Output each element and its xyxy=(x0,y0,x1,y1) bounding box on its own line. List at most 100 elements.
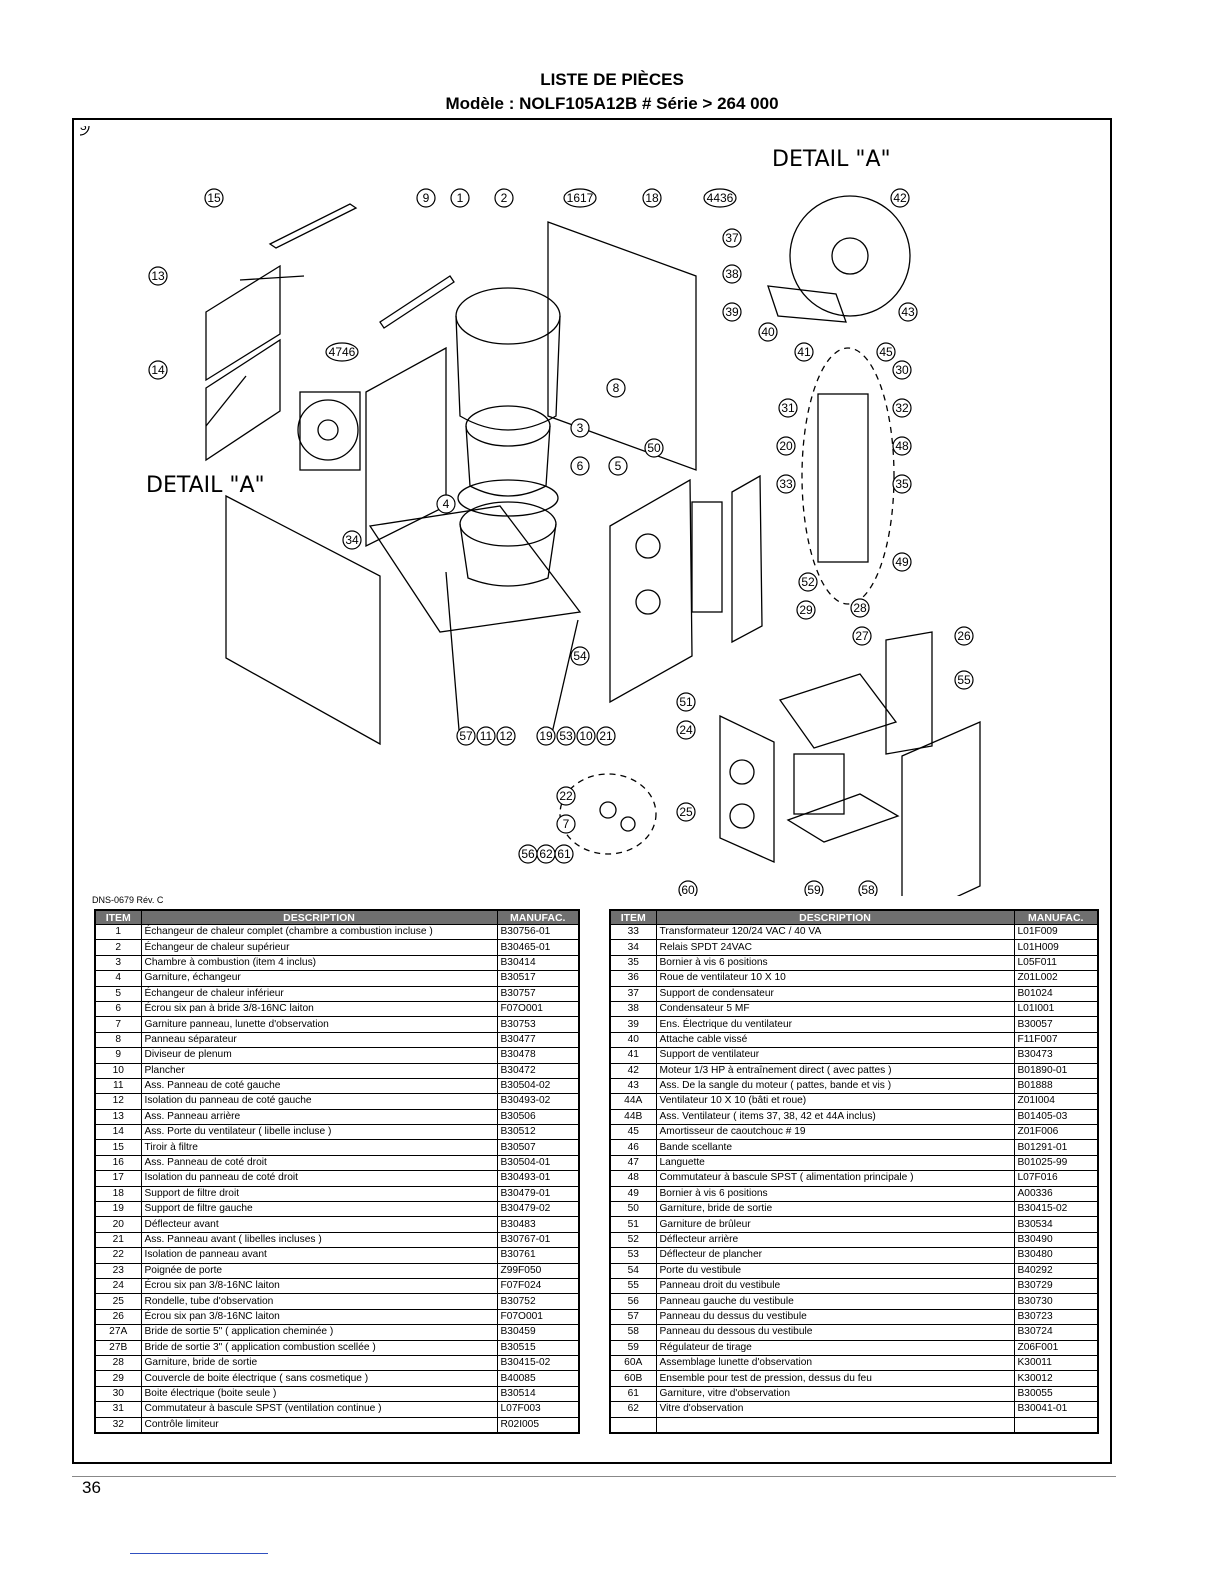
callout-label: 55 xyxy=(957,673,971,687)
manufac-cell: B30483 xyxy=(496,1216,580,1233)
description-cell: Plancher xyxy=(140,1062,498,1079)
front-panel-part xyxy=(609,478,693,704)
description-cell: Bornier à vis 6 positions xyxy=(655,954,1015,972)
item-cell: 9 xyxy=(94,1047,142,1064)
manufac-cell: Z01I004 xyxy=(1013,1093,1099,1110)
link-underline xyxy=(130,1553,268,1554)
item-cell: 47 xyxy=(609,1154,657,1172)
callout-52: 52 xyxy=(798,572,818,592)
document-reference: DNS-0679 Rév. C xyxy=(92,895,164,905)
callout-label: 11 xyxy=(480,729,493,743)
description-cell: Roue de ventilateur 10 X 10 xyxy=(655,970,1015,987)
item-cell: 46 xyxy=(609,1139,657,1156)
callout-bubble xyxy=(798,572,818,592)
table-row xyxy=(609,1416,1099,1434)
callout-label: 21 xyxy=(599,729,613,743)
callout-18: 18 xyxy=(642,188,662,208)
callout-bubble xyxy=(676,802,696,822)
item-cell: 51 xyxy=(609,1216,657,1233)
callout-label: 4 xyxy=(443,497,450,511)
callout-label: 39 xyxy=(725,305,739,319)
item-cell: 37 xyxy=(609,985,657,1002)
model-subtitle: Modèle : NOLF105A12B # Série > 264 000 xyxy=(445,94,779,113)
callout-9: 9 xyxy=(416,188,436,208)
manufac-cell: L05F011 xyxy=(1013,954,1099,972)
content-frame xyxy=(72,118,1112,1464)
item-cell: 42 xyxy=(609,1062,657,1079)
callout-62: 62 xyxy=(536,844,556,864)
item-cell: 21 xyxy=(94,1231,142,1249)
manufac-cell: B30473 xyxy=(1013,1047,1099,1064)
callout-bubble xyxy=(758,322,778,342)
item-cell: 19 xyxy=(94,1201,142,1218)
manufac-cell: B30055 xyxy=(1013,1385,1099,1403)
description-cell: Poignée de porte xyxy=(140,1262,498,1279)
description-cell: Ass. Panneau arrière xyxy=(140,1108,498,1126)
callout-49: 49 xyxy=(892,552,912,572)
description-cell: Bande scellante xyxy=(655,1139,1015,1156)
description-cell: Couvercle de boite électrique ( sans cos… xyxy=(140,1370,498,1387)
callout-59: 59 xyxy=(804,880,824,896)
callout-label: 10 xyxy=(579,729,593,743)
description-cell: Isolation du panneau de coté droit xyxy=(140,1170,498,1187)
manufac-cell: B30507 xyxy=(496,1139,580,1156)
manufac-cell: K30012 xyxy=(1013,1370,1099,1387)
manufac-cell: B01890-01 xyxy=(1013,1062,1099,1079)
manufac-cell: B30504-02 xyxy=(496,1077,580,1095)
description-cell: Chambre à combustion (item 4 inclus) xyxy=(140,954,498,972)
callout-bubble xyxy=(596,726,616,746)
callout-label: 1 xyxy=(457,191,464,205)
page-title: LISTE DE PIÈCES xyxy=(540,70,684,89)
callout-38: 38 xyxy=(722,264,742,284)
manufac-cell: B30480 xyxy=(1013,1247,1099,1264)
manufac-cell: Z06F001 xyxy=(1013,1339,1099,1356)
callout-42: 42 xyxy=(890,188,910,208)
manufac-cell: F07O001 xyxy=(496,1308,580,1326)
callout-label: 2 xyxy=(501,191,508,205)
item-cell: 39 xyxy=(609,1016,657,1033)
manufac-cell xyxy=(1013,1416,1099,1434)
callout-bubble xyxy=(563,188,597,208)
plenum-divider-part xyxy=(379,275,455,329)
callout-bubble xyxy=(325,342,359,362)
description-cell: Relais SPDT 24VAC xyxy=(655,939,1015,956)
item-cell: 12 xyxy=(94,1093,142,1110)
item-cell: 29 xyxy=(94,1370,142,1387)
callout-label: 31 xyxy=(781,401,795,415)
manufac-cell: B30465-01 xyxy=(496,939,580,956)
callout-bubble xyxy=(644,438,664,458)
item-cell: 50 xyxy=(609,1201,657,1218)
item-cell: 15 xyxy=(94,1139,142,1156)
callout-bubble xyxy=(576,726,596,746)
callout-39: 39 xyxy=(722,302,742,322)
callout-bubble xyxy=(436,494,456,514)
manufac-cell: B40085 xyxy=(496,1370,580,1387)
callout-60: 60 xyxy=(678,880,698,896)
page-number: 36 xyxy=(82,1478,101,1497)
callout-40: 40 xyxy=(758,322,778,342)
manufac-cell: F11F007 xyxy=(1013,1031,1099,1049)
item-cell: 43 xyxy=(609,1077,657,1095)
callout-label: 42 xyxy=(893,191,907,205)
manufac-cell: B30477 xyxy=(496,1031,580,1049)
callout-bubble xyxy=(722,264,742,284)
manufac-cell: L01F009 xyxy=(1013,923,1099,941)
manufac-cell: B01025-99 xyxy=(1013,1154,1099,1172)
manufac-cell: L07F016 xyxy=(1013,1170,1099,1187)
description-cell: Panneau gauche du vestibule xyxy=(655,1293,1015,1310)
